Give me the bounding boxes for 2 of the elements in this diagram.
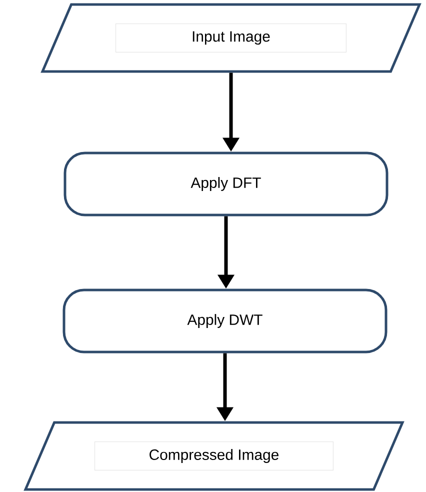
process-box: Apply DFT [64, 152, 388, 216]
process-box: Apply DWT [62, 288, 388, 354]
